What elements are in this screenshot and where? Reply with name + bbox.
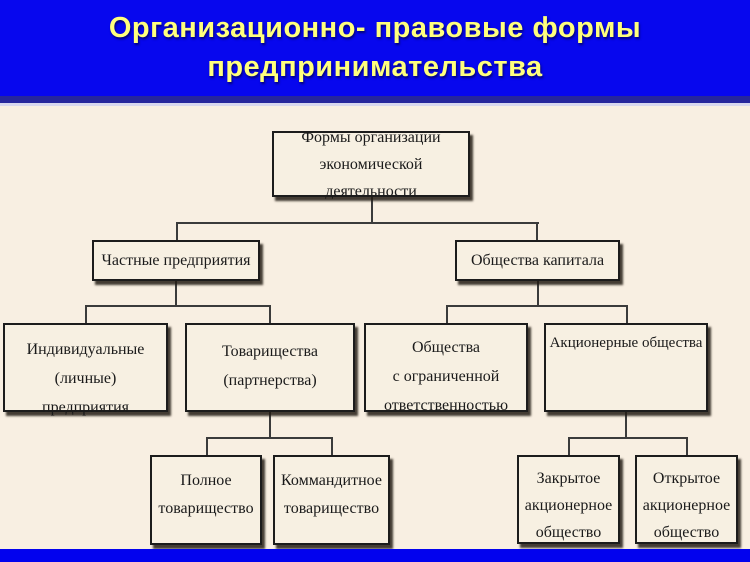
connector-line [176, 222, 178, 241]
org-chart: Формы организации экономической деятельн… [0, 106, 750, 549]
connector-line [536, 222, 538, 241]
node-private-enterprises: Частные предприятия [92, 240, 260, 281]
banner-divider-line [0, 103, 750, 106]
node-forms-of-economic-activity: Формы организации экономической деятельн… [272, 129, 470, 200]
connector-line [446, 305, 448, 324]
connector-line [537, 281, 539, 307]
connector-line [568, 437, 688, 439]
node-open-joint-stock-company: Открытое акционерное общество [635, 455, 738, 544]
slide-title: Организационно- правовые формы предприни… [108, 12, 642, 83]
connector-line [269, 412, 271, 439]
connector-line [626, 305, 628, 324]
connector-line [269, 305, 271, 324]
node-full-partnership: Полное товарищество [150, 455, 262, 545]
connector-line [568, 437, 570, 456]
connector-line [177, 222, 539, 224]
connector-line [206, 437, 208, 456]
connector-line [625, 412, 627, 439]
connector-line [206, 437, 333, 439]
node-closed-joint-stock-company: Закрытое акционерное общество [517, 455, 620, 544]
bottom-accent-bar [0, 549, 750, 562]
node-limited-partnership: Коммандитное товарищество [273, 455, 390, 545]
banner-dark-strip [0, 96, 750, 103]
connector-line [446, 305, 628, 307]
title-banner: Организационно- правовые формы предприни… [0, 0, 750, 96]
connector-line [85, 305, 87, 324]
node-capital-companies: Общества капитала [455, 240, 620, 281]
connector-line [331, 437, 333, 456]
connector-line [175, 281, 177, 307]
node-limited-liability-company: Общества с ограниченной ответственностью [364, 323, 528, 414]
connector-line [371, 197, 373, 224]
connector-line [85, 305, 271, 307]
node-joint-stock-companies: Акционерные общества [544, 323, 708, 412]
connector-line [686, 437, 688, 456]
node-individual-enterprises: Индивидуальные (личные) предприятия [3, 323, 168, 416]
node-partnerships: Товарищества (партнерства) [185, 323, 355, 412]
